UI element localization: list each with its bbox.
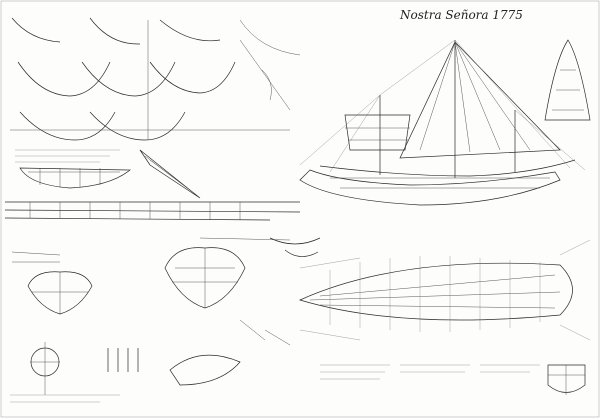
hull-section-frames bbox=[10, 17, 301, 163]
ship-profile bbox=[299, 39, 586, 206]
deck-plan bbox=[299, 239, 591, 341]
hull-cross-section bbox=[27, 247, 246, 315]
oar-details bbox=[11, 237, 321, 263]
boat-top-view bbox=[139, 149, 201, 199]
annotation-blocks bbox=[10, 364, 540, 403]
fittings-details bbox=[30, 319, 291, 395]
hull-profile-small bbox=[19, 167, 131, 189]
frame-detail bbox=[544, 39, 591, 121]
coat-of-arms bbox=[547, 364, 586, 395]
keel-strip bbox=[4, 201, 301, 221]
